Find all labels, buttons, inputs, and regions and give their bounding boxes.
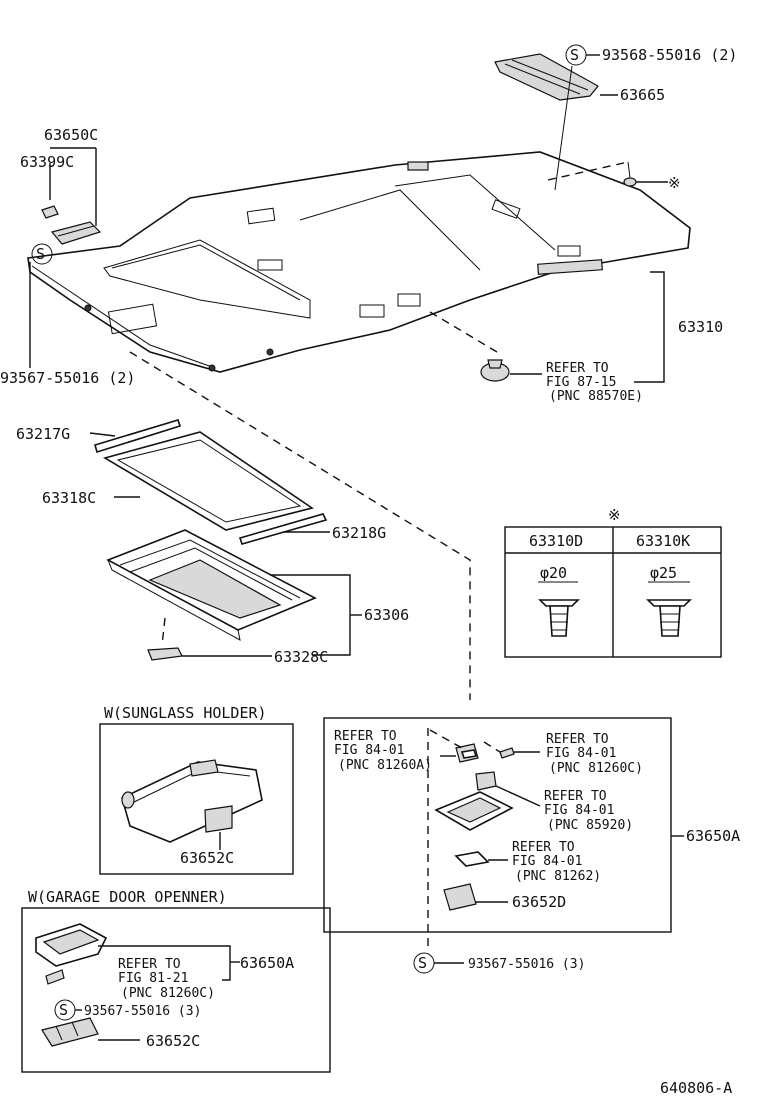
s-mark-93567-map: S (413, 952, 435, 974)
garage-ref-line2: FIG 81-21 (118, 971, 188, 986)
map-ref4-line3: (PNC 81262) (515, 869, 601, 884)
sunglass-holder-title: W(SUNGLASS HOLDER) (104, 704, 267, 722)
s-mark-93567-top: S (31, 243, 53, 265)
map-ref2-line3: (PNC 81260C) (549, 761, 643, 776)
clip-screw: ※ (547, 161, 681, 192)
label-63306: 63306 (364, 606, 409, 624)
dia-25: φ25 (650, 564, 677, 582)
label-63652C-sunglass: 63652C (180, 849, 234, 867)
ref-87-line3: (PNC 88570E) (549, 389, 643, 404)
label-63650C: 63650C (44, 126, 98, 144)
svg-text:S: S (36, 245, 45, 263)
label-63310: 63310 (678, 318, 723, 336)
ref-87-line2: FIG 87-15 (546, 375, 616, 390)
label-63652D: 63652D (512, 893, 566, 911)
garage-ref-line1: REFER TO (118, 957, 181, 972)
map-ref2-line1: REFER TO (546, 732, 609, 747)
sunglass-holder-box (99, 723, 294, 875)
garage-ref-line3: (PNC 81260C) (121, 986, 215, 1001)
label-63218G: 63218G (332, 524, 386, 542)
clip-table: ※ 63310D 63310K φ20 φ25 (504, 506, 722, 658)
label-63665: 63665 (620, 86, 665, 104)
svg-text:S: S (59, 1001, 68, 1019)
sunroof-trim-63318C (102, 431, 314, 531)
map-ref1-line2: FIG 84-01 (334, 743, 404, 758)
map-ref1-line3: (PNC 81260A) (338, 758, 432, 773)
garage-opener-box (21, 907, 331, 1073)
weatherstrip-63218G (238, 513, 328, 545)
svg-text:S: S (570, 46, 579, 64)
s-mark-93568: S (565, 44, 587, 66)
handle-63328C (147, 647, 183, 661)
assist-grip-63665 (494, 53, 599, 101)
garage-opener-title: W(GARAGE DOOR OPENNER) (28, 888, 227, 906)
label-63650A-garage: 63650A (240, 954, 294, 972)
dia-20: φ20 (540, 564, 567, 582)
asterisk-mark: ※ (668, 174, 681, 192)
label-93567-55016-map: 93567-55016 (3) (468, 957, 585, 972)
dome-light (429, 311, 542, 382)
map-ref2-line2: FIG 84-01 (546, 746, 616, 761)
label-63328C: 63328C (274, 648, 328, 666)
svg-text:S: S (418, 954, 427, 972)
label-63652C-garage: 63652C (146, 1032, 200, 1050)
label-93568-55016: 93568-55016 (2) (602, 46, 737, 64)
map-ref3-line2: FIG 84-01 (544, 803, 614, 818)
map-ref4-line2: FIG 84-01 (512, 854, 582, 869)
label-63399C: 63399C (20, 153, 74, 171)
clip-63399C (41, 205, 59, 219)
label-63650A-main: 63650A (686, 827, 740, 845)
table-asterisk: ※ (608, 506, 621, 524)
map-ref4-line1: REFER TO (512, 840, 575, 855)
ref-87-line1: REFER TO (546, 361, 609, 376)
label-63217G: 63217G (16, 425, 70, 443)
map-lamp-box (323, 717, 672, 952)
figure-id: 640806-A (660, 1079, 732, 1097)
map-ref3-line1: REFER TO (544, 789, 607, 804)
sunshade-63306 (106, 529, 317, 641)
map-ref1-line1: REFER TO (334, 729, 397, 744)
weatherstrip-63217G (94, 419, 182, 454)
label-63318C: 63318C (42, 489, 96, 507)
map-ref3-line3: (PNC 85920) (547, 818, 633, 833)
label-93567-55016-garage: 93567-55016 (3) (84, 1004, 201, 1019)
col-63310D: 63310D (529, 532, 583, 550)
s-mark-93567-garage: S (54, 999, 76, 1021)
col-63310K: 63310K (636, 532, 690, 550)
headliner-panel (27, 151, 691, 373)
label-93567-55016-top: 93567-55016 (2) (0, 369, 135, 387)
console-bracket-63650C (50, 221, 102, 245)
